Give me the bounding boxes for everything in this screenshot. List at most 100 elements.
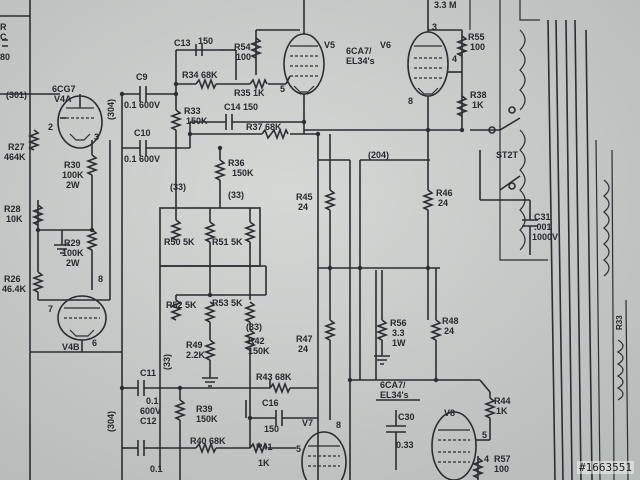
r56-value: 3.3 bbox=[392, 328, 405, 338]
v5-type: 6CA7/ bbox=[346, 46, 372, 56]
c11-volt: 600V bbox=[140, 406, 161, 416]
v5-pin5: 5 bbox=[280, 84, 285, 94]
v6-pin3: 3 bbox=[432, 22, 437, 32]
r37-label: R37 68K bbox=[246, 122, 282, 132]
r30-watt: 2W bbox=[66, 180, 80, 190]
junction-dots bbox=[35, 81, 465, 421]
c14-label: C14 150 bbox=[224, 102, 258, 112]
v6-pin8: 8 bbox=[408, 96, 413, 106]
node-33-c: (33) bbox=[162, 354, 172, 370]
r39-label: R39 bbox=[196, 404, 213, 414]
image-id-watermark: #1663551 bbox=[577, 461, 634, 474]
c9-label: C9 bbox=[136, 72, 148, 82]
r51-label: R51 5K bbox=[212, 237, 243, 247]
r49-label: R49 bbox=[186, 340, 203, 350]
st2t-label: ST2T bbox=[496, 150, 519, 160]
coupling-caps-upper bbox=[122, 86, 190, 156]
tube-v5 bbox=[283, 0, 325, 112]
r54-screen bbox=[249, 29, 300, 75]
r50-label: R50 5K bbox=[164, 237, 195, 247]
bias-pot-network-upper bbox=[159, 207, 261, 300]
r28-label: R28 bbox=[4, 204, 21, 214]
v7-pin8: 8 bbox=[336, 420, 341, 430]
r45-value: 24 bbox=[298, 202, 308, 212]
tube-v7 bbox=[301, 431, 347, 480]
c11-value: 0.1 bbox=[146, 396, 159, 406]
r52-label: R52 5K bbox=[166, 300, 197, 310]
r53-label: R53 5K bbox=[212, 298, 243, 308]
v4b-pin6: 6 bbox=[92, 338, 97, 348]
r34-label: R34 68K bbox=[182, 70, 218, 80]
lower-grid-network bbox=[122, 380, 318, 480]
r41-value: 1K bbox=[258, 458, 270, 468]
r30-label: R30 bbox=[64, 160, 81, 170]
r35-label: R35 1K bbox=[234, 88, 265, 98]
v8-pin4: 4 bbox=[484, 454, 489, 464]
c30-value: 0.33 bbox=[396, 440, 414, 450]
r46-value: 24 bbox=[438, 198, 448, 208]
c12-value: 0.1 bbox=[150, 464, 163, 474]
c31-volt: 1000V bbox=[532, 232, 558, 242]
c16-value: 150 bbox=[264, 424, 279, 434]
r42-label: R42 bbox=[248, 336, 265, 346]
left-value-label: 80 bbox=[0, 52, 10, 62]
v6-pin4: 4 bbox=[452, 54, 457, 64]
r55-value: 100 bbox=[470, 42, 485, 52]
v4b-pin8: 8 bbox=[98, 274, 103, 284]
r33-value: 150K bbox=[186, 116, 208, 126]
node-33-d: (33) bbox=[246, 322, 262, 332]
node-204: (204) bbox=[368, 150, 389, 160]
v4b-label: V4B bbox=[62, 342, 80, 352]
r27-value: 464K bbox=[4, 152, 26, 162]
r29-watt: 2W bbox=[66, 258, 80, 268]
v6-label: V6 bbox=[380, 40, 391, 50]
v5-label: V5 bbox=[324, 40, 335, 50]
c16-label: C16 bbox=[262, 398, 279, 408]
r44-value: 1K bbox=[496, 406, 508, 416]
c31-value: .001 bbox=[534, 222, 552, 232]
r44-label: R44 bbox=[494, 396, 511, 406]
tube-v6 bbox=[407, 0, 449, 130]
v5-grid-network bbox=[169, 44, 286, 208]
c13-label: C13 bbox=[174, 38, 191, 48]
r49-value: 2.2K bbox=[186, 350, 206, 360]
r55-label: R55 bbox=[468, 32, 485, 42]
r28-value: 10K bbox=[6, 214, 23, 224]
r43-label: R43 68K bbox=[256, 372, 292, 382]
top-resistor-value: 3.3 M bbox=[434, 0, 457, 10]
r33-label: R33 bbox=[184, 106, 201, 116]
c13-value: 150 bbox=[198, 36, 213, 46]
r47-value: 24 bbox=[298, 344, 308, 354]
r56-label: R56 bbox=[390, 318, 407, 328]
r56-watt: 1W bbox=[392, 338, 406, 348]
cathode-network bbox=[31, 94, 123, 480]
node-304-upper: (304) bbox=[106, 99, 116, 120]
c11-label: C11 bbox=[140, 368, 156, 378]
tube-v4b bbox=[30, 295, 122, 353]
left-edge-circuit: C 80 R (301) bbox=[0, 0, 60, 480]
r38-value: 1K bbox=[472, 100, 484, 110]
c12-label: C12 bbox=[140, 416, 157, 426]
node-33-a: (33) bbox=[228, 190, 244, 200]
r54-value: 100 bbox=[236, 52, 251, 62]
v8-pin5: 5 bbox=[482, 430, 487, 440]
r29-label: R29 bbox=[64, 238, 81, 248]
bias-pot-network-lower bbox=[159, 265, 267, 470]
v7-type2: EL34's bbox=[380, 390, 409, 400]
left-r-label: R bbox=[0, 22, 7, 32]
r26-value: 46.4K bbox=[2, 284, 27, 294]
r45-label: R45 bbox=[296, 192, 313, 202]
r40-label: R40 68K bbox=[190, 436, 226, 446]
node-301: (301) bbox=[6, 90, 27, 100]
left-cap-label: C bbox=[0, 32, 7, 42]
r26-label: R26 bbox=[4, 274, 21, 284]
tube-v4a bbox=[57, 94, 103, 149]
v8-label: V8 bbox=[444, 408, 455, 418]
v4a-pin2: 2 bbox=[48, 122, 53, 132]
v6-cathode-rails bbox=[374, 130, 443, 380]
c10-value: 0.1 600V bbox=[124, 154, 160, 164]
r30-value: 100K bbox=[62, 170, 84, 180]
node-304-lower: (304) bbox=[106, 411, 116, 432]
